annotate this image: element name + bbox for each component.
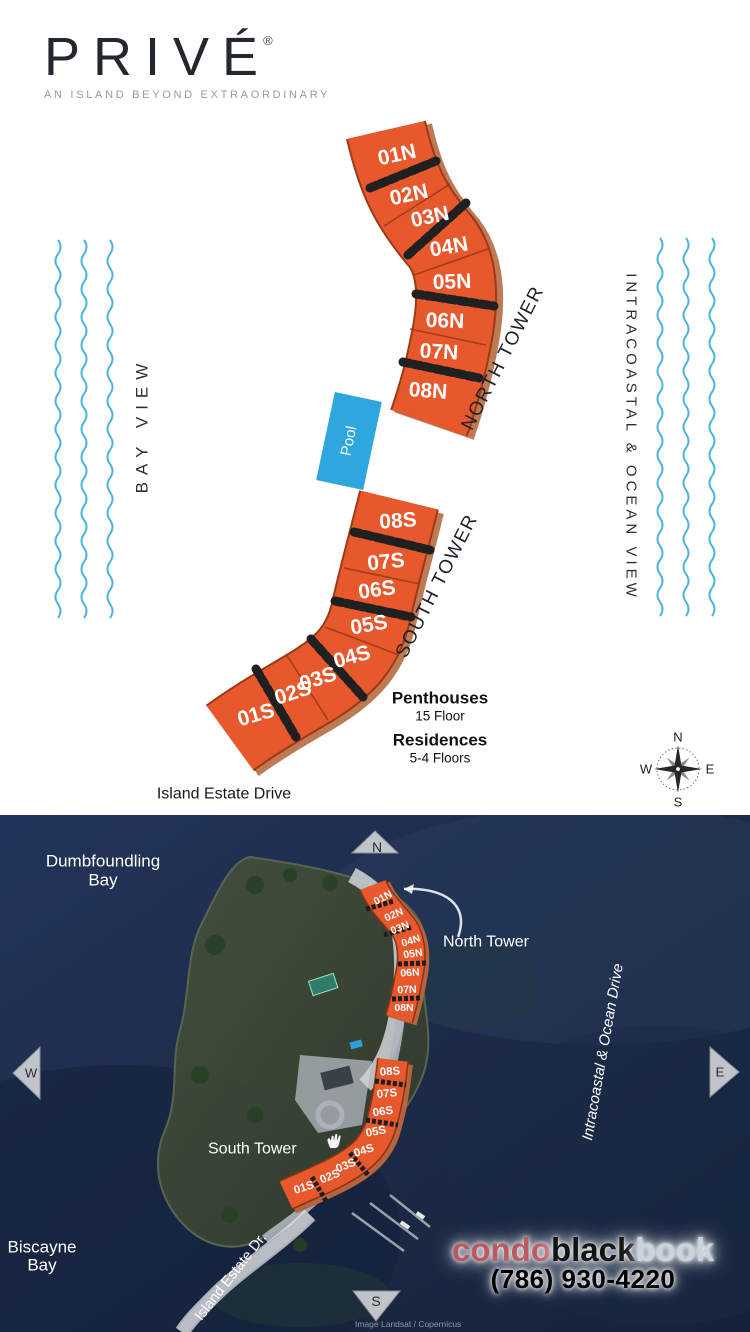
east-arrow-icon (709, 1045, 740, 1099)
compass-e: E (706, 762, 715, 777)
dumbfoundling-bay-label2: Bay (88, 871, 118, 890)
tennis-court (307, 972, 339, 997)
aerial-map[interactable]: 01N 02N 03N 04N 05N 06N 07N 08N (0, 815, 750, 1332)
legend-residences: Residences (393, 731, 488, 750)
aerial-map-canvas[interactable]: 01N 02N 03N 04N 05N 06N 07N 08N (0, 815, 750, 1332)
site-plan-diagram: BAY VIEW INTRACOASTAL & OCEAN VIEW 01 (54, 120, 716, 810)
wave-line (106, 239, 114, 619)
map-compass-arrows: N S W E (12, 830, 740, 1322)
dark-roof (320, 1065, 354, 1091)
legend-residences-floors: 5-4 Floors (410, 751, 471, 766)
map-south-band: 08S 07S 06S 05S 04S 03S 02S 01S (279, 1058, 413, 1214)
pool-shape (316, 391, 382, 491)
hand-cursor-icon (327, 1133, 342, 1149)
map-unit-label: 04N (400, 932, 422, 949)
map-north-band: 01N 02N 03N 04N 05N 06N 07N 08N (359, 879, 430, 1026)
north-arrow-icon (350, 830, 400, 854)
wave-line (708, 237, 716, 617)
map-unit-label: 08S (379, 1065, 401, 1078)
map-compass-s: S (371, 1293, 380, 1309)
map-south-tower-label: South Tower (208, 1141, 297, 1158)
plan-unit-label: 07S (366, 549, 406, 576)
wave-line (656, 237, 664, 617)
map-unit-label: 06S (372, 1105, 394, 1120)
plan-unit-label: 07N (419, 340, 459, 365)
north-tower-arrow (403, 884, 463, 938)
pool-label: Pool (338, 425, 361, 458)
legend-penthouses: Penthouses (392, 689, 488, 708)
intracoastal-view-label: INTRACOASTAL & OCEAN VIEW (623, 273, 640, 601)
north-tower-band: 01N 02N 03N 04N 05N 06N 07N 08N (346, 120, 504, 440)
balcony-dividers (251, 527, 435, 742)
legend: Penthouses 15 Floor Residences 5-4 Floor… (392, 689, 488, 766)
compass-w: W (640, 762, 653, 777)
wave-line (80, 239, 88, 619)
map-unit-label: 08N (394, 1002, 413, 1014)
pool: Pool (316, 391, 382, 491)
mini-balcony-marks (309, 1078, 407, 1203)
unit-dividers (383, 183, 489, 346)
biscayne-bay-label: Biscayne (8, 1238, 77, 1257)
street-label: Island Estate Drive (157, 786, 291, 803)
roundabout (315, 1100, 345, 1130)
plan-unit-label: 06N (425, 309, 464, 333)
compass-center (675, 766, 681, 772)
band-fill (207, 490, 437, 770)
brand-name: PRIVÉ® (44, 27, 330, 87)
map-unit-label: 07N (397, 984, 417, 997)
unit-dividers (285, 567, 421, 721)
north-unit-labels: 01N 02N 03N 04N 05N 06N 07N 08N (376, 140, 472, 404)
prive-logo: PRIVÉ® AN ISLAND BEYOND EXTRAORDINARY (44, 27, 331, 102)
boats (399, 1211, 426, 1230)
plan-unit-label: 08S (379, 508, 418, 534)
bay-view-label: BAY VIEW (133, 357, 152, 494)
compass-rose: N E S W (640, 730, 715, 810)
registered-mark: ® (263, 33, 273, 48)
south-tower-band: 08S 07S 06S 05S 04S 03S 02S 01S (205, 490, 444, 777)
driveway-area (295, 1055, 372, 1133)
imagery-attribution: Image Landsat / Copernicus (355, 1319, 461, 1329)
bay-waves (54, 239, 114, 619)
deck-pool (349, 1039, 363, 1050)
marina-docks (351, 1194, 431, 1253)
west-arrow-icon (12, 1045, 41, 1101)
map-unit-label: 05N (403, 947, 424, 962)
biscayne-bay-label2: Bay (27, 1256, 57, 1275)
compass-n: N (673, 730, 682, 745)
brand-tagline: AN ISLAND BEYOND EXTRAORDINARY (44, 89, 331, 102)
mini-balcony-marks (365, 898, 427, 1002)
map-compass-n: N (372, 839, 382, 855)
map-compass-e: E (716, 1065, 725, 1080)
wave-line (682, 237, 690, 617)
legend-penthouses-floors: 15 Floor (415, 709, 465, 724)
map-north-tower-label: North Tower (443, 934, 530, 951)
band-fill (348, 120, 496, 436)
plan-unit-label: 06S (357, 576, 397, 604)
bridge (177, 1211, 314, 1332)
compass-letters: N E S W (640, 730, 715, 810)
dumbfoundling-bay-label: Dumbfoundling (46, 852, 160, 871)
brand-wordmark: PRIVÉ (44, 27, 272, 87)
map-unit-label: 06N (400, 966, 420, 979)
plan-unit-label: 08N (408, 378, 448, 404)
map-unit-label: 05S (365, 1124, 388, 1139)
plan-unit-label: 05N (432, 270, 471, 294)
island-trees (191, 868, 338, 1252)
map-unit-label: 07S (376, 1087, 398, 1101)
map-compass-w: W (25, 1066, 38, 1081)
ocean-waves (656, 237, 716, 617)
balcony-dividers (365, 156, 499, 383)
south-arrow-icon (351, 1290, 402, 1322)
wave-line (54, 239, 62, 619)
compass-s: S (674, 795, 683, 810)
